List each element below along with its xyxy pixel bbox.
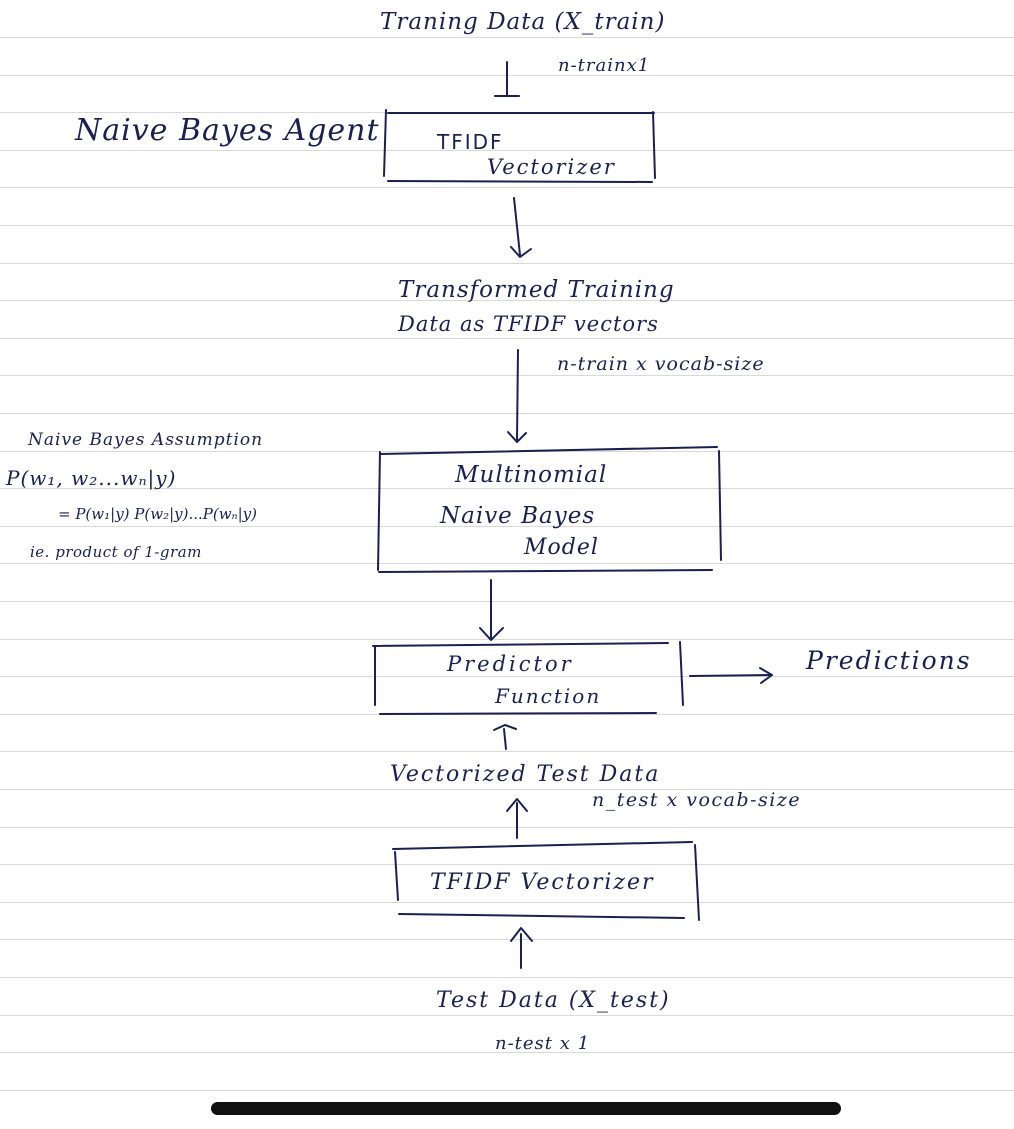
vectorized-test-label: Vectorized Test Data xyxy=(390,762,661,787)
nb-model-line2: Naive Bayes xyxy=(440,503,596,529)
arrow-tfidf-test-to-vectorized xyxy=(506,798,528,839)
vectorized-shape-label: n_test x vocab-size xyxy=(592,789,802,811)
tfidf-test-label: TFIDF Vectorizer xyxy=(430,870,655,895)
arrow-model-to-predictor xyxy=(479,579,504,641)
ruled-line xyxy=(0,150,1014,151)
ruled-line xyxy=(0,639,1014,640)
ruled-line xyxy=(0,187,1014,188)
tfidf-test-box xyxy=(392,841,700,921)
ruled-line xyxy=(0,263,1014,264)
arrow-vectorized-to-predictor xyxy=(493,724,517,750)
ruled-line xyxy=(0,1090,1014,1091)
ruled-line xyxy=(0,864,1014,865)
nb-model-line1: Multinomial xyxy=(455,462,608,488)
predictor-line2: Function xyxy=(495,684,602,708)
predictions-label: Predictions xyxy=(806,646,972,675)
ruled-line xyxy=(0,488,1014,489)
ruled-line xyxy=(0,1052,1014,1053)
arrow-train-to-tfidf xyxy=(494,61,520,97)
ruled-line xyxy=(0,563,1014,564)
assumption-lhs: P(w₁, w₂...wₙ|y) xyxy=(6,466,177,490)
ruled-line xyxy=(0,751,1014,752)
ruled-line xyxy=(0,225,1014,226)
predictor-line1: Predictor xyxy=(447,652,574,676)
ruled-line xyxy=(0,601,1014,602)
training-data-label: Traning Data (X_train) xyxy=(380,9,666,35)
nb-model-box xyxy=(377,446,722,573)
arrow-test-to-tfidf xyxy=(510,927,533,969)
home-indicator-bar[interactable] xyxy=(211,1102,841,1115)
ruled-line xyxy=(0,413,1014,414)
ruled-line xyxy=(0,338,1014,339)
ruled-line xyxy=(0,1015,1014,1016)
test-data-label: Test Data (X_test) xyxy=(436,988,671,1013)
ruled-line xyxy=(0,37,1014,38)
predictor-box xyxy=(372,641,684,715)
nb-model-line3: Model xyxy=(524,535,599,560)
transformed-line2: Data as TFIDF vectors xyxy=(398,312,659,336)
ruled-line xyxy=(0,977,1014,978)
ruled-line xyxy=(0,300,1014,301)
arrow-transformed-to-model xyxy=(507,349,527,443)
ruled-line xyxy=(0,902,1014,903)
tfidf-train-box xyxy=(383,109,656,183)
ruled-line xyxy=(0,939,1014,940)
test-shape-label: n-test x 1 xyxy=(495,1033,591,1054)
assumption-rhs: = P(w₁|y) P(w₂|y)...P(wₙ|y) xyxy=(58,505,258,523)
arrow-tfidf-to-transformed xyxy=(510,197,532,258)
arrow-predictor-to-predictions xyxy=(689,667,773,684)
assumption-note: ie. product of 1-gram xyxy=(30,543,202,561)
training-shape-label: n-trainx1 xyxy=(558,55,651,76)
ruled-line xyxy=(0,789,1014,790)
transformed-line1: Transformed Training xyxy=(398,277,675,303)
page-title: Naive Bayes Agent xyxy=(75,113,380,148)
assumption-heading: Naive Bayes Assumption xyxy=(28,430,264,450)
ruled-line xyxy=(0,676,1014,677)
ruled-line xyxy=(0,375,1014,376)
tfidf-train-line2: Vectorizer xyxy=(487,155,616,179)
ruled-line xyxy=(0,827,1014,828)
transformed-shape: n-train x vocab-size xyxy=(557,353,765,375)
ruled-line xyxy=(0,526,1014,527)
tfidf-train-line1: TFIDF xyxy=(437,130,504,154)
